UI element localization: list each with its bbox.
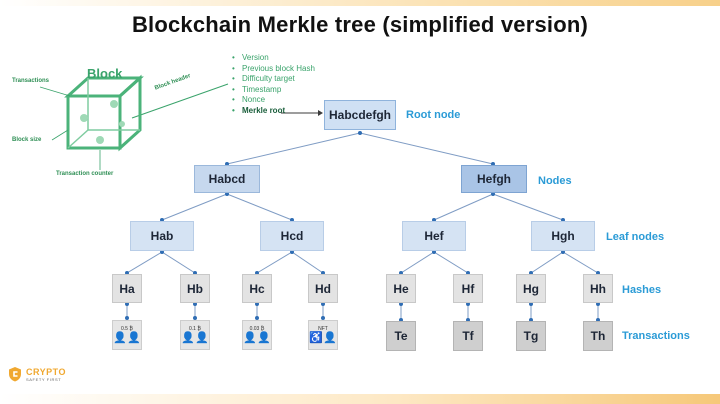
transaction-icon-box: 0.1 ₿ 👤👤	[180, 320, 210, 350]
people-icon: ♿👤	[309, 332, 337, 344]
transactions-label: Transactions	[622, 330, 690, 342]
shield-icon	[9, 367, 21, 382]
header-field: Timestamp	[232, 85, 315, 96]
hash-hf: Hf	[453, 274, 483, 303]
transaction-th: Th	[583, 321, 613, 351]
leaf-node-hcd: Hcd	[260, 221, 324, 251]
hash-hg: Hg	[516, 274, 546, 303]
header-field: Nonce	[232, 95, 315, 106]
header-field: Previous block Hash	[232, 64, 315, 75]
root-node: Habcdefgh	[324, 100, 396, 130]
transaction-icon-box: 0.5 ₿ 👤👤	[112, 320, 142, 350]
root-node-label: Root node	[406, 109, 461, 121]
transaction-amount: NFT	[318, 326, 328, 332]
leaf-node-hef: Hef	[402, 221, 466, 251]
hash-hh: Hh	[583, 274, 613, 303]
transaction-counter-annotation: Transaction counter	[56, 171, 114, 177]
top-accent-band	[0, 0, 720, 6]
block-label: Block	[87, 66, 123, 81]
header-field: Difficulty target	[232, 74, 315, 85]
header-field: Version	[232, 53, 315, 64]
transactions-annotation: Transactions	[12, 78, 50, 84]
people-icon: 👤👤	[243, 332, 271, 344]
leaf-node-hab: Hab	[130, 221, 194, 251]
hash-hc: Hc	[242, 274, 272, 303]
leaf-nodes-label: Leaf nodes	[606, 231, 665, 243]
hash-he: He	[386, 274, 416, 303]
people-icon: 👤👤	[113, 332, 141, 344]
transaction-amount: 0.5 ₿	[120, 326, 134, 332]
transaction-tf: Tf	[453, 321, 483, 351]
hash-hd: Hd	[308, 274, 338, 303]
transaction-tg: Tg	[516, 321, 546, 351]
transaction-icon-box: NFT ♿👤	[308, 320, 338, 350]
hash-ha: Ha	[112, 274, 142, 303]
bottom-accent-band	[0, 394, 720, 404]
block-header-field-list: Version Previous block Hash Difficulty t…	[232, 53, 315, 117]
node-habcd: Habcd	[194, 165, 260, 193]
hashes-label: Hashes	[622, 284, 662, 296]
nodes-label: Nodes	[538, 175, 572, 187]
transaction-te: Te	[386, 321, 416, 351]
block-size-annotation: Block size	[12, 137, 42, 143]
page-title: Blockchain Merkle tree (simplified versi…	[131, 12, 589, 37]
header-field-merkle-root: Merkle root	[232, 106, 315, 117]
transaction-amount: 0.03 ₿	[249, 326, 265, 332]
people-icon: 👤👤	[181, 332, 209, 344]
logo-main-text: CRYPTO	[26, 366, 67, 377]
logo-sub-text: SAFETY FIRST	[26, 376, 62, 382]
transaction-amount: 0.1 ₿	[188, 326, 202, 332]
node-hefgh: Hefgh	[461, 165, 527, 193]
transaction-icon-box: 0.03 ₿ 👤👤	[242, 320, 272, 350]
hash-hb: Hb	[180, 274, 210, 303]
crypto-logo: CRYPTO SAFETY FIRST	[8, 366, 66, 382]
leaf-node-hgh: Hgh	[531, 221, 595, 251]
